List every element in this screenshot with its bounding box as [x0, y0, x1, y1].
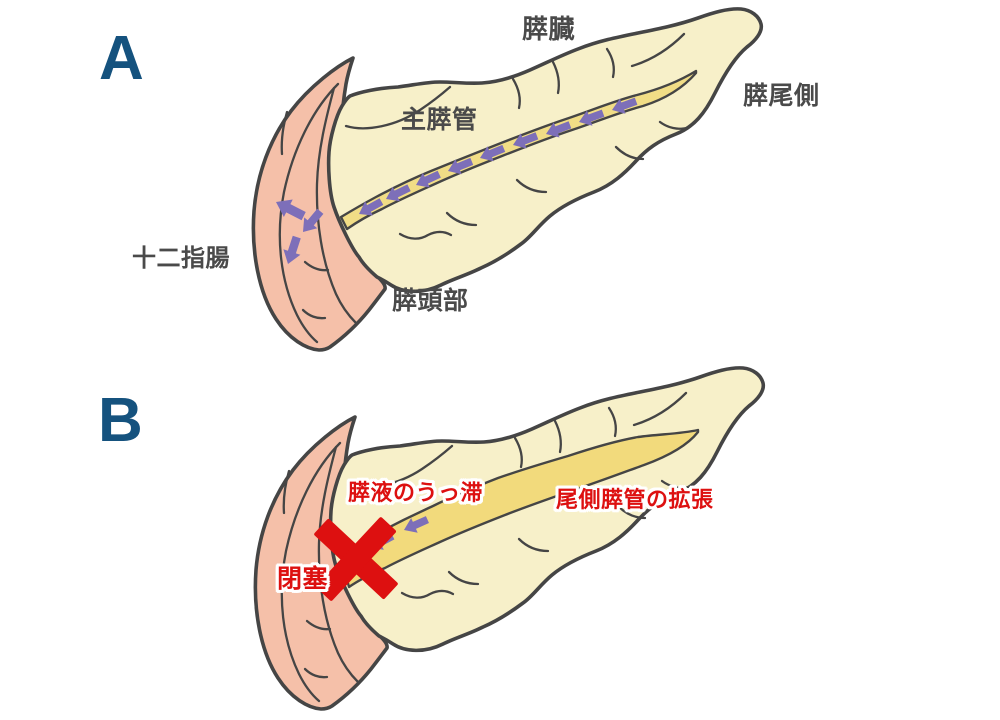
main-duct-normal: [339, 69, 698, 231]
label-pancreatic-head: 膵頭部: [392, 287, 469, 315]
label-duct-dilation: 尾側膵管の拡張: [556, 487, 714, 512]
panel-b-illustration: [253, 366, 766, 711]
label-duodenum: 十二指腸: [132, 245, 230, 272]
label-pancreatic-tail-side: 膵尾側: [743, 82, 820, 110]
main-duct-dilated: [340, 428, 700, 589]
panel-a-letter: A: [99, 24, 144, 93]
label-main-pancreatic-duct: 主膵管: [401, 106, 478, 134]
label-obstruction: 閉塞: [277, 565, 329, 593]
blockage-x-icon: [314, 517, 398, 601]
label-pancreas: 膵臓: [522, 14, 576, 44]
label-juice-stasis: 膵液のうっ滞: [348, 480, 484, 505]
panel-a-illustration: [251, 7, 764, 352]
panel-b-letter: B: [98, 386, 143, 455]
panel-a-organ: [251, 7, 764, 352]
